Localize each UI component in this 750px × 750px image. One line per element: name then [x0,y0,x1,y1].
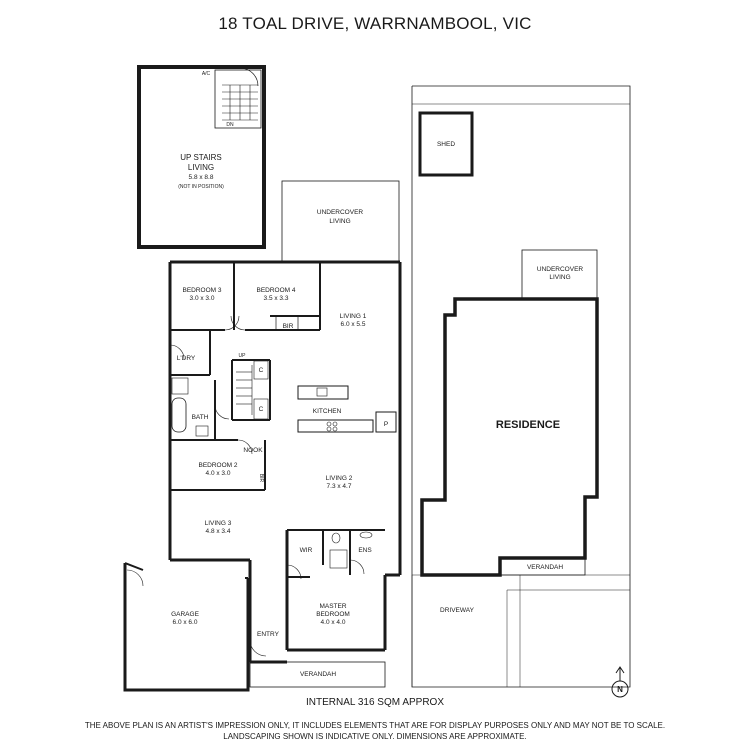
bedroom3-label: BEDROOM 3 [182,287,221,294]
kitchen-label: KITCHEN [313,408,342,415]
upstairs-note: (NOT IN POSITION) [178,184,224,190]
front-verandah [249,661,386,688]
undercover-main-a: UNDERCOVER [317,209,364,216]
north-label: N [617,685,623,694]
garage-dim: 6.0 x 6.0 [173,619,198,626]
nook-label: NOOK [243,447,263,454]
ens-toilet-icon [331,532,341,544]
master-dim: 4.0 x 4.0 [321,619,346,626]
cupboard-label-1: C [259,367,264,374]
bedroom2-label: BEDROOM 2 [198,462,237,469]
living1-dim: 6.0 x 5.5 [341,321,366,328]
internal-area: INTERNAL 316 SQM APPROX [305,697,444,708]
dn-label: DN [226,122,234,128]
master-label: MASTER [319,603,346,610]
wir-label: WIR [300,547,313,554]
disclaimer: THE ABOVE PLAN IS AN ARTIST'S IMPRESSION… [0,720,750,742]
cooktop-icon [326,421,338,432]
house-outer-walls [168,260,402,664]
interior-stair-icon [236,360,269,420]
master-label-b: BEDROOM [316,611,350,618]
bedroom2-bir-label: BIR [258,474,264,483]
residence-verandah-label: VERANDAH [527,564,563,571]
kitchen-island [297,385,349,400]
undercover-res-a: UNDERCOVER [537,266,584,273]
upstairs-dim: 5.8 x 8.8 [189,174,214,181]
kitchen-bench [297,419,374,433]
upstairs-name: UP STAIRS [180,153,222,162]
undercover-main-b: LIVING [329,218,350,225]
disclaimer-line-1: THE ABOVE PLAN IS AN ARTIST'S IMPRESSION… [84,721,666,730]
bathtub-icon [171,397,187,433]
garage-walls [123,562,250,692]
ens-shower-icon [329,549,348,569]
driveway-label: DRIVEWAY [440,607,475,614]
living2-label: LIVING 2 [326,475,353,482]
living1-label: LIVING 1 [340,313,367,320]
interior-up-label: UP [239,353,247,359]
residence-label: RESIDENCE [496,419,560,431]
ens-label: ENS [358,547,372,554]
door-swings [126,315,365,657]
north-arrow-icon: N [611,666,629,698]
front-verandah-label: VERANDAH [300,671,336,678]
bedroom4-dim: 3.5 x 3.3 [264,295,289,302]
cupboard-label-2: C [259,406,264,413]
plan-title: 18 TOAL DRIVE, WARRNAMBOOL, VIC [218,14,532,33]
living2-dim: 7.3 x 4.7 [327,483,352,490]
entry-label: ENTRY [257,631,280,638]
disclaimer-line-2: LANDSCAPING SHOWN IS INDICATIVE ONLY. DI… [223,732,527,741]
garage-label: GARAGE [171,611,199,618]
bedroom3-dim: 3.0 x 3.0 [190,295,215,302]
shed-label: SHED [437,141,455,148]
shed-building [418,111,474,177]
ac-label: A/C [202,71,211,77]
kitchen-sink-icon [316,387,328,397]
upstairs-stair-icon [222,84,258,121]
bath-label: BATH [192,414,209,421]
laundry-label: L'DRY [177,355,196,362]
shower-icon [171,377,189,395]
bedroom4-bir-label: BIR [283,323,294,330]
residence-building [420,297,599,577]
ens-basin-icon [359,531,373,539]
upstairs-living-block [137,65,266,249]
bedroom4-label: BEDROOM 4 [256,287,295,294]
bedroom4-bir-box [275,315,299,331]
pantry-label: P [384,421,388,428]
bedroom2-dim: 4.0 x 3.0 [206,470,231,477]
vanity-icon [195,425,209,437]
residence-verandah [499,557,586,576]
upstairs-sub: LIVING [188,163,214,172]
living3-dim: 4.8 x 3.4 [206,528,231,535]
pantry-box [375,411,397,433]
undercover-res-b: LIVING [549,274,570,281]
living3-label: LIVING 3 [205,520,232,527]
